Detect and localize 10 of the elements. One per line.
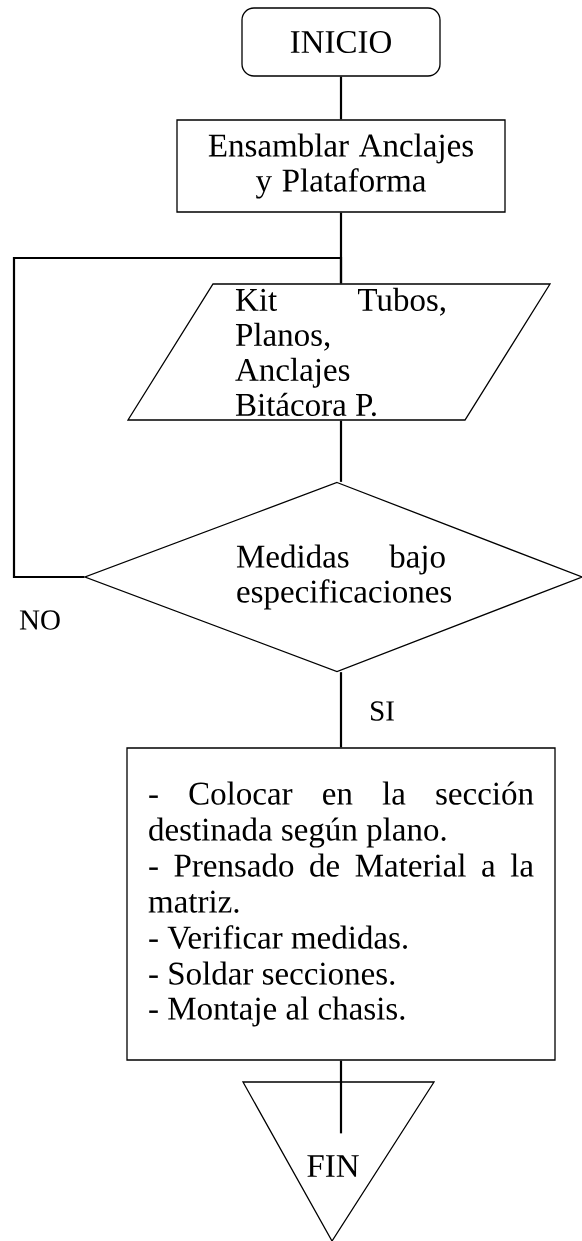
start-box: INICIO <box>241 7 441 77</box>
process-box: - Colocar en la sección destinada según plano. - Prensado de Material a la matriz. - Verificar medidas. - Soldar secciones. - Montaje al chasis. <box>126 747 556 1061</box>
connector-line <box>339 1060 343 1134</box>
edge-label: SI <box>371 701 394 721</box>
connector-line <box>339 76 343 120</box>
connector-line <box>12 256 343 579</box>
connector-line <box>339 672 343 748</box>
connector-line <box>339 420 343 482</box>
edge-label: NO <box>19 610 60 630</box>
process-box: Ensamblar Anclajes y Plataforma <box>176 119 506 213</box>
